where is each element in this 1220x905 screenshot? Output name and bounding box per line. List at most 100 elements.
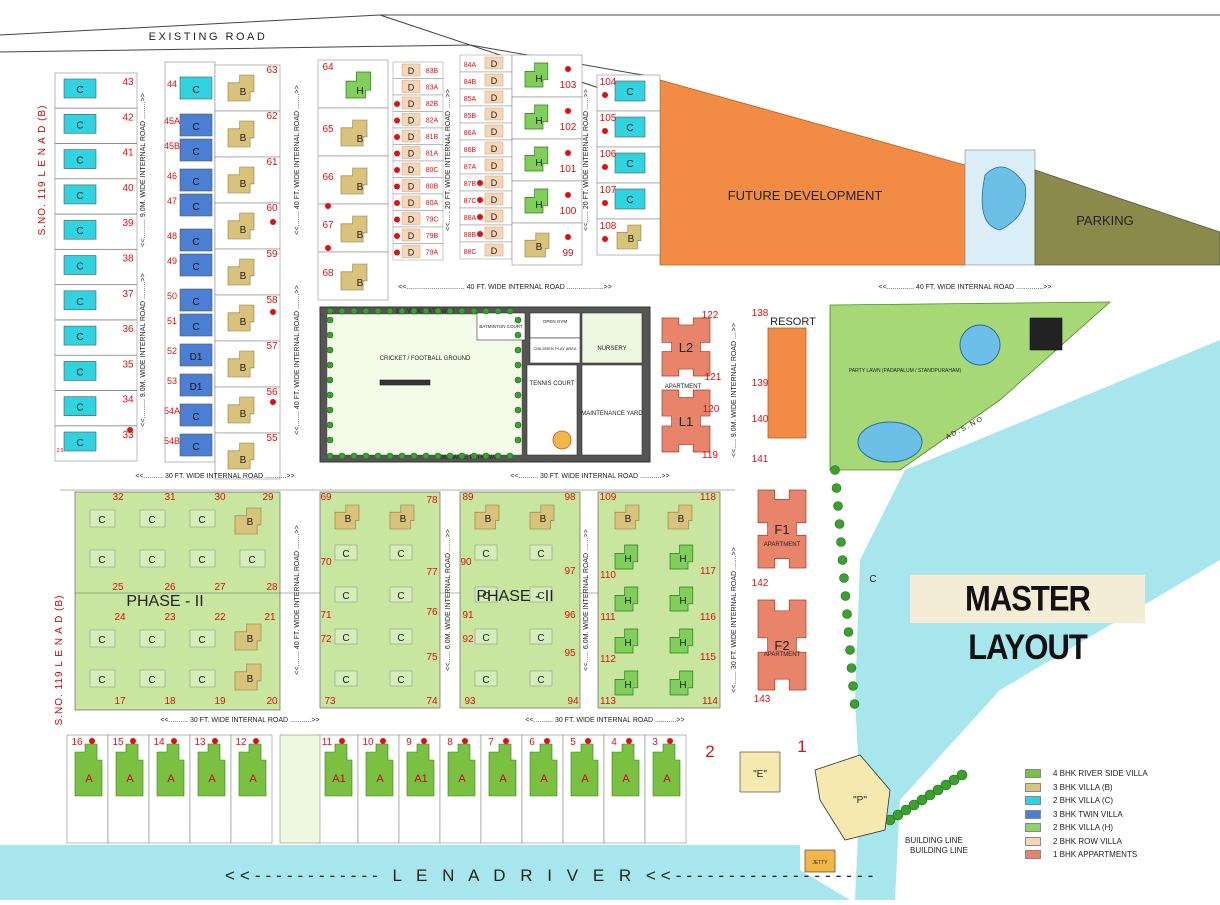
dot-67 [325, 203, 331, 209]
path-tree-top-9 [434, 307, 442, 315]
villa-48 [179, 228, 213, 252]
phase-mid-c-1-0-1-type: C [537, 549, 544, 560]
villa-79B [401, 228, 421, 242]
bottom-park [279, 734, 321, 844]
river-tree-low-4 [916, 794, 928, 806]
dot-108 [602, 236, 608, 242]
plot-87C-number: 87C [464, 198, 477, 205]
legend-label: 2 BHK ROW VILLA [1053, 836, 1122, 846]
cricket-ground-label: CRICKET / FOOTBALL GROUND [380, 356, 471, 362]
villa-B-low-1 [234, 663, 262, 691]
plot-8-number: 8 [447, 737, 453, 748]
road-20-a-label: <<...... 20 FT. WIDE INTERNAL ROAD .....… [445, 89, 452, 231]
legend-label: 3 BHK VILLA (B) [1053, 782, 1113, 792]
path-tree-left-6 [326, 406, 334, 414]
plot-74-number: 74 [426, 696, 438, 707]
phase-mid-c-1-1-0 [474, 586, 498, 603]
plot-71-number: 71 [320, 610, 332, 621]
path-tree-bottom-4 [374, 452, 382, 460]
villa-85A-type: D [491, 93, 498, 103]
plot-94-number: 94 [567, 696, 579, 707]
path-tree-top-13 [482, 307, 490, 315]
phase-c-top-1-0-type: C [98, 555, 105, 566]
plot-43-number: 43 [122, 77, 134, 88]
plot-27-number: 27 [214, 582, 226, 593]
plot-81A-number: 81A [426, 151, 439, 158]
plot-78-number: 78 [426, 495, 438, 506]
villa-106-type: C [626, 159, 633, 170]
phase-right-h-1-0 [614, 586, 639, 612]
nursery [581, 312, 643, 364]
villa-101-type: H [535, 158, 542, 169]
plot-115-number: 115 [700, 652, 716, 663]
apartment-f2-tag: APARTMENT [764, 652, 801, 658]
apartment-l2-label: L2 [679, 340, 693, 355]
villa-66-type: B [357, 182, 364, 193]
villa-9-type: A1 [414, 773, 427, 785]
villa-87C [484, 192, 504, 206]
villa-82B [401, 96, 421, 110]
villa-33 [63, 431, 97, 452]
villa-99 [524, 232, 550, 258]
villa-84B [484, 73, 504, 87]
villa-42 [63, 114, 97, 134]
road-30-low-right-label: <<.......... 30 FT. WIDE INTERNAL ROAD .… [525, 717, 684, 724]
plot-72-number: 72 [320, 634, 332, 645]
phase-mid-b-2 [474, 504, 500, 530]
plot-3-number: 3 [652, 737, 658, 748]
legend-swatch [1025, 836, 1041, 846]
dot-68 [325, 245, 331, 251]
plot-54B-number: 54B [164, 436, 180, 446]
plot-15-number: 15 [112, 737, 124, 748]
villa-83A-type: D [408, 83, 415, 93]
plot-84A-number: 84A [464, 62, 477, 69]
phase-mid-c-1-2-0 [474, 628, 498, 645]
villa-79A [401, 245, 421, 258]
villa-68-type: B [357, 278, 364, 289]
villa-66 [340, 167, 368, 195]
plot-44-number: 44 [167, 79, 177, 89]
road-30-mid-left-label: <<.......... 30 FT. WIDE INTERNAL ROAD .… [135, 473, 294, 480]
legend-item: 2 BHK VILLA (H) [1025, 821, 1148, 835]
apartment-f2 [757, 599, 807, 691]
phase-right-h-2-0 [614, 628, 639, 654]
plot-45A-number: 45A [164, 116, 180, 126]
phase-mid-b-0 [334, 504, 360, 530]
plot-14-number: 14 [153, 737, 165, 748]
path-tree-bottom-9 [434, 452, 442, 460]
villa-45A [179, 113, 213, 137]
dot-82A [394, 117, 400, 124]
villa-39-type: C [76, 226, 83, 237]
river-tree-1 [831, 483, 842, 493]
plot-77-number: 77 [426, 567, 438, 578]
plot-9-number: 9 [406, 737, 412, 748]
phase-right-b-1-type: B [678, 514, 685, 525]
plot-52-number: 52 [167, 346, 177, 356]
river-tree-13 [849, 699, 860, 709]
villa-8-type: A [458, 773, 466, 785]
plot-79C-number: 79C [426, 217, 439, 224]
villa-37 [63, 290, 97, 311]
plot-57-number: 57 [266, 341, 278, 352]
plot-69-number: 69 [320, 492, 332, 503]
plot-91-number: 91 [462, 610, 474, 621]
villa-52 [179, 343, 213, 367]
pool-top [981, 166, 1027, 231]
plot-98-number: 98 [564, 492, 576, 503]
path-tree-top-15 [506, 307, 514, 315]
villa-13-type: A [208, 773, 216, 785]
path-tree-right-5 [514, 391, 522, 399]
play-area-label: CHILDREN PLAY AREA [533, 346, 577, 351]
dot-12 [253, 738, 259, 744]
plot-26-number: 26 [164, 582, 176, 593]
villa-3-type: A [663, 773, 671, 785]
phase-right-b-1 [667, 504, 693, 530]
villa-106 [614, 152, 646, 174]
path-tree-right-7 [514, 421, 522, 429]
villa-81A-type: D [408, 149, 415, 159]
apartment-l-label: APARTMENT [665, 384, 702, 390]
wheel-feature [552, 430, 572, 450]
villa-p-building [814, 754, 891, 841]
villa-88B [484, 226, 504, 240]
path-tree-bottom-14 [494, 452, 502, 460]
